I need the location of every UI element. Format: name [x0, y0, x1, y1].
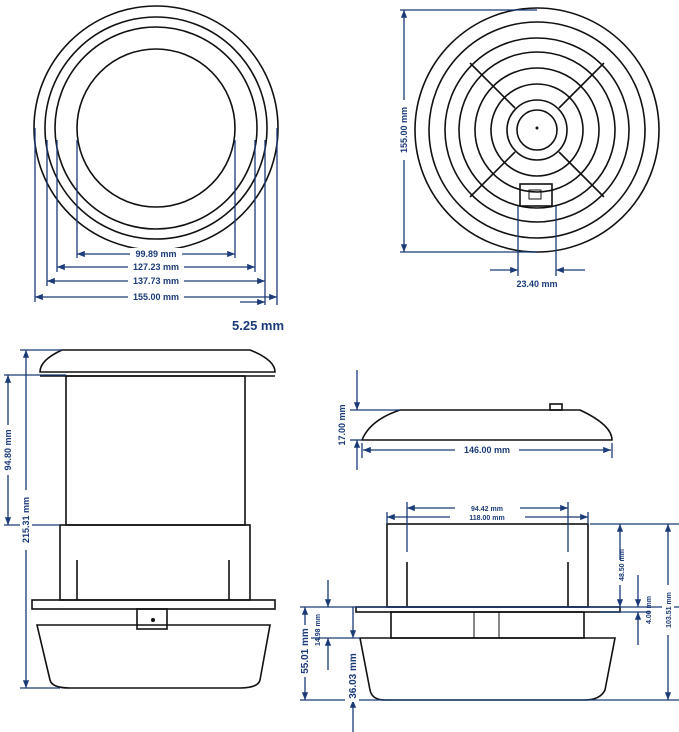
- dim-flange: 4.00 mm: [646, 596, 653, 624]
- dim-rim: 5.25 mm: [232, 318, 284, 333]
- dim-137-73: 137.73 mm: [133, 276, 179, 286]
- side-view-full: 94.80 mm 215.31 mm: [2, 349, 276, 689]
- dim-box-width: 118.00 mm: [469, 515, 504, 522]
- dim-lamp-width: 146.00 mm: [464, 445, 510, 455]
- dim-total-height: 215.31 mm: [21, 497, 31, 543]
- dim-127-23: 127.23 mm: [133, 262, 179, 272]
- dim-screw-spacing: 94.42 mm: [471, 506, 503, 513]
- dim-switch-offset: 23.40 mm: [516, 279, 557, 289]
- top-view: 99.89 mm 127.23 mm 137.73 mm 155.00 mm 5…: [33, 5, 284, 333]
- dim-screw-height: 48.50 mm: [619, 549, 626, 581]
- dim-base-total: 103.51 mm: [666, 592, 673, 628]
- side-view-lamp: 17.00 mm 146.00 mm: [337, 370, 613, 470]
- switch: [519, 183, 553, 207]
- dim-bowl: 36.03 mm: [348, 653, 359, 699]
- dim-cylinder-height: 94.80 mm: [3, 429, 13, 470]
- dim-lamp-height: 17.00 mm: [337, 404, 347, 445]
- dim-band: 14.98 mm: [315, 614, 322, 646]
- dim-99-89: 99.89 mm: [135, 249, 176, 259]
- side-view-base: 94.42 mm 118.00 mm 48.50 mm 4.00 mm 103.…: [297, 502, 679, 732]
- dim-lower: 55.01 mm: [300, 628, 311, 674]
- dim-front-height: 155.00 mm: [399, 107, 409, 153]
- dim-155-00: 155.00 mm: [133, 292, 179, 302]
- front-view: 155.00 mm 23.40 mm: [398, 7, 660, 289]
